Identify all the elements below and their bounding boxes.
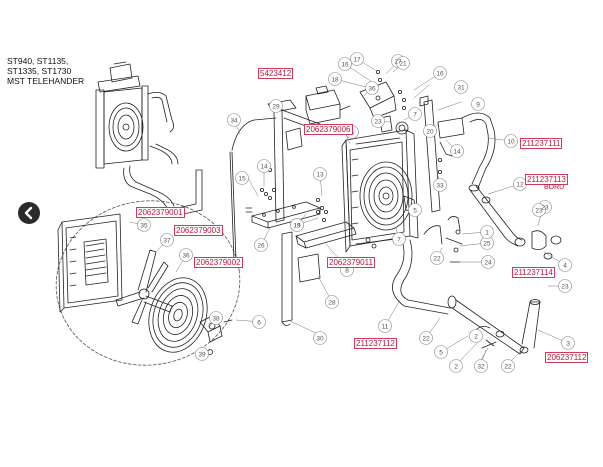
shroud-bracket bbox=[229, 99, 323, 261]
mount-bracket-top-right bbox=[359, 70, 406, 119]
callout-label: 36 bbox=[368, 86, 376, 93]
callout-label: 1 bbox=[485, 230, 489, 237]
callout-label: 27 bbox=[394, 59, 402, 66]
callout-label: 24 bbox=[484, 260, 492, 267]
callout-label: 36 bbox=[182, 253, 190, 260]
callout-label: 13 bbox=[316, 172, 324, 179]
model-line-3: MST TELEHANDER bbox=[7, 76, 85, 86]
callout-label: 23 bbox=[374, 119, 382, 126]
motor-bracket-left bbox=[199, 315, 233, 355]
callout-label: 21 bbox=[399, 61, 407, 68]
callout-label: 23 bbox=[561, 284, 569, 291]
callout-label: 29 bbox=[272, 104, 280, 111]
callout-label: 10 bbox=[507, 139, 515, 146]
callout-label: 22 bbox=[433, 256, 441, 263]
part-number-2062379011[interactable]: 2062379011 bbox=[327, 257, 375, 268]
callout-label: 34 bbox=[230, 118, 238, 125]
exploded-view-boundary bbox=[55, 200, 241, 366]
callout-label: 22 bbox=[504, 364, 512, 371]
callout-label: 22 bbox=[422, 336, 430, 343]
radiator-core-left bbox=[57, 213, 123, 313]
callout-label: 25 bbox=[483, 241, 491, 248]
fan-blade-left bbox=[115, 249, 173, 325]
callout-label: 9 bbox=[476, 102, 480, 109]
callout-label: 15 bbox=[238, 176, 246, 183]
callout-label: 35 bbox=[140, 223, 148, 230]
part-number-5423412[interactable]: 5423412 bbox=[258, 68, 294, 79]
callout-label: 14 bbox=[453, 149, 461, 156]
callout-label: 7 bbox=[413, 112, 417, 119]
callout-label: 14 bbox=[260, 164, 268, 171]
callout-label: 11 bbox=[382, 324, 389, 331]
callout-label: 5 bbox=[439, 350, 443, 357]
callout-label: 32 bbox=[477, 364, 485, 371]
callout-label: 16 bbox=[436, 71, 444, 78]
part-number-206237112[interactable]: 206237112 bbox=[545, 352, 589, 363]
callout-label: 39 bbox=[198, 352, 206, 359]
callout-label: 8 bbox=[345, 268, 349, 275]
callout-circles bbox=[137, 52, 575, 373]
callout-label: 6 bbox=[257, 320, 261, 327]
hose-lower-center bbox=[392, 239, 541, 355]
callout-label: 2 bbox=[474, 334, 478, 341]
back-button[interactable] bbox=[18, 202, 40, 224]
callout-label: 30 bbox=[316, 336, 324, 343]
callout-label: 4 bbox=[563, 263, 567, 270]
part-number-211237114[interactable]: 211237114 bbox=[512, 267, 555, 278]
hose-upper-right bbox=[419, 95, 562, 260]
callout-label: 12 bbox=[516, 182, 524, 189]
part-number-211237112[interactable]: 211237112 bbox=[354, 338, 397, 349]
callout-label: 26 bbox=[257, 243, 265, 250]
chevron-left-icon bbox=[24, 206, 33, 220]
fan-guard-left bbox=[148, 277, 208, 353]
part-number-2062379001[interactable]: 2062379001 bbox=[136, 207, 185, 218]
callout-label: 23 bbox=[541, 205, 549, 212]
callout-label: 18 bbox=[331, 77, 339, 84]
callout-label: 23 bbox=[535, 208, 543, 215]
part-number-2062379006[interactable]: 2062379006 bbox=[304, 124, 353, 135]
expansion-tank bbox=[305, 85, 351, 125]
callout-label: 16 bbox=[341, 62, 349, 69]
radiator-assembly-main bbox=[341, 115, 419, 253]
callout-label: 38 bbox=[212, 316, 220, 323]
part-number-2062379002[interactable]: 2062379002 bbox=[194, 257, 243, 268]
callout-label: 3 bbox=[566, 341, 570, 348]
radiator-assembly-small bbox=[95, 61, 203, 217]
callout-label: 2 bbox=[454, 364, 458, 371]
model-line-1: ST940, ST1135, bbox=[7, 56, 69, 66]
callout-label: 31 bbox=[457, 85, 465, 92]
model-line-2: ST1335, ST1730 bbox=[7, 66, 72, 76]
callout-label: 19 bbox=[293, 223, 301, 230]
callout-label: 28 bbox=[328, 300, 336, 307]
callout-label: 17 bbox=[353, 57, 361, 64]
callout-label: 5 bbox=[413, 208, 417, 215]
callout-label: 20 bbox=[426, 129, 434, 136]
clamp-set-right bbox=[423, 141, 463, 263]
callout-label: 37 bbox=[163, 238, 171, 245]
part-number-2062379003[interactable]: 2062379003 bbox=[174, 225, 223, 236]
callout-labels: 17 16 27 18 36 16 21 9 31 29 23 34 7 20 … bbox=[140, 57, 570, 371]
part-note-boru: BORU bbox=[544, 184, 565, 191]
part-number-211237111[interactable]: 211237111 bbox=[520, 138, 563, 149]
callout-label: 33 bbox=[436, 183, 444, 190]
part-number-211237113[interactable]: 211237113 bbox=[525, 174, 568, 185]
callout-label: 15 bbox=[293, 223, 301, 230]
callout-label: 7 bbox=[397, 237, 401, 244]
